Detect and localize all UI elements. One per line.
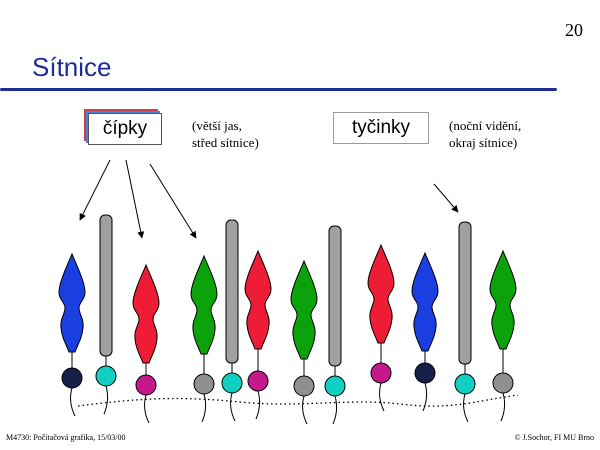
slide-title: Sítnice [32,52,112,82]
cone-cell-1-body [58,252,86,353]
cone-cell-1-fiber [70,387,76,417]
cone-cell-7-fiber [302,395,308,425]
cones-arrow-2 [125,159,145,239]
footer-copyright: © J.Sochor, FI MU Brno [514,433,594,442]
rod-cell-2-body [99,214,113,357]
cone-cell-12-body [489,249,517,350]
rod-cell-5-fiber [230,392,236,422]
rod-cell-8-fiber [332,395,338,425]
cones-label: čípky [102,118,148,139]
cones-note-line-2: střed sítnice) [192,135,259,150]
cone-cell-6-fiber [255,390,261,420]
rod-cell-11-body [458,221,472,365]
rod-cell-5-body [225,219,239,364]
rods-label: tyčinky [351,117,411,138]
rod-cell-11-fiber [463,393,469,423]
rod-cell-2-nucleus [95,365,117,387]
cone-cell-4-body [190,254,218,355]
synapse-dotted-line [77,394,519,407]
cone-cell-12-fiber [500,392,506,422]
cones-arrow-1 [79,159,111,221]
cones-label-box: čípky [88,113,162,145]
cone-cell-9-fiber [379,382,385,412]
rod-cell-11-nucleus [454,373,476,395]
rod-cell-8-nucleus [324,375,346,397]
rods-label-box: tyčinky [333,112,429,144]
cone-cell-10-body [411,251,439,352]
cone-cell-7-body [290,259,318,360]
cone-cell-1-nucleus [61,367,83,389]
cone-cell-6-body [244,249,272,350]
rods-note-line-1: (noční vidění, [449,118,522,133]
rods-arrow-1 [433,183,459,213]
cone-cell-3-fiber [144,394,150,424]
cone-cell-10-nucleus [414,362,436,384]
cone-cell-3-nucleus [135,374,157,396]
title-underline [0,88,557,91]
rods-note: (noční vidění, okraj sítnice) [449,117,521,151]
cone-cell-4-fiber [201,393,207,423]
cone-cell-6-nucleus [247,370,269,392]
rods-note-line-2: okraj sítnice) [449,135,518,150]
rod-cell-2-fiber [103,385,109,415]
cone-cell-3-body [132,263,160,364]
page-number: 20 [565,20,583,40]
footer-course: M4730: Počítačová grafika, 15/03/00 [6,433,126,442]
cones-note-line-1: (větší jas, [192,118,242,133]
cone-cell-4-nucleus [193,373,215,395]
cone-cell-10-fiber [422,382,428,412]
cones-note: (větší jas, střed sítnice) [192,117,259,151]
cone-cell-9-body [367,243,395,344]
rod-cell-5-nucleus [221,372,243,394]
cones-arrow-3 [149,163,197,239]
cone-cell-7-nucleus [293,375,315,397]
rod-cell-8-body [328,225,342,367]
cone-cell-12-nucleus [492,372,514,394]
cone-cell-9-nucleus [370,362,392,384]
